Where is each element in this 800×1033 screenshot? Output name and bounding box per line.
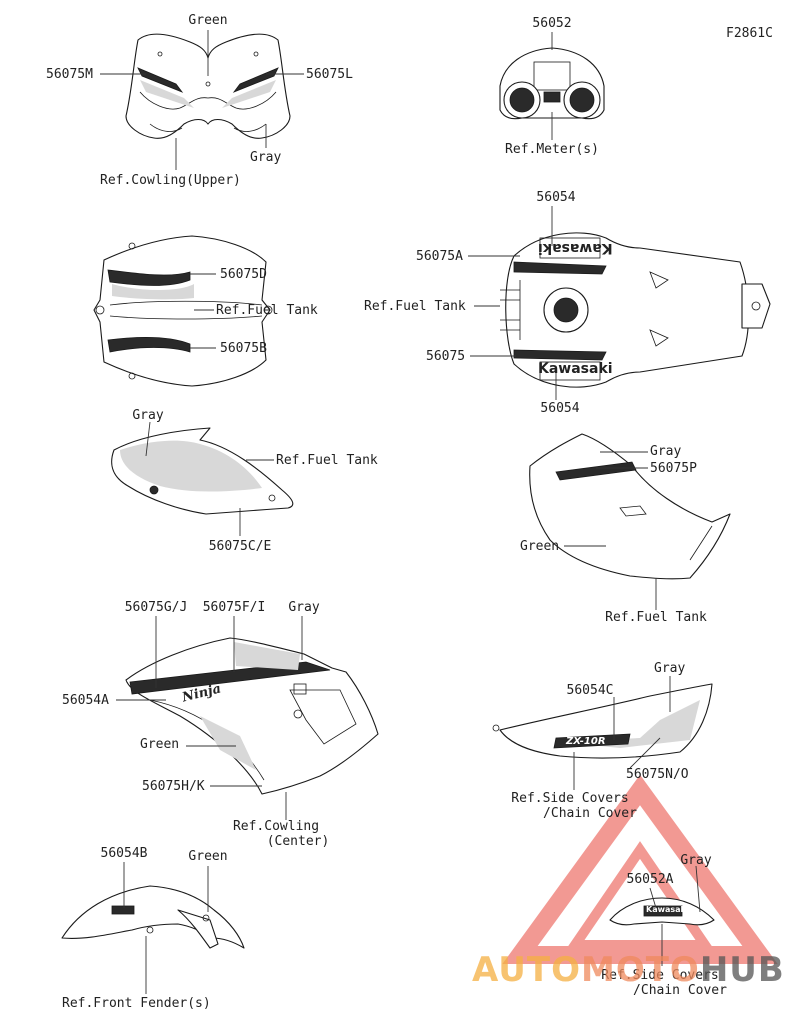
tank-front — [93, 235, 273, 387]
label-center-ref-2: (Center) — [266, 834, 330, 849]
leader-lines — [100, 30, 701, 994]
label-tanktop-56075a: 56075A — [416, 249, 463, 264]
label-meter-ref: Ref.Meter(s) — [505, 142, 599, 157]
label-center-green: Green — [140, 737, 180, 752]
label-center-56075gj: 56075G/J — [124, 600, 188, 615]
label-rside-gray: Gray — [650, 444, 682, 459]
label-cover-gray: Gray — [654, 661, 686, 676]
label-tail-ref-2: /Chain Cover — [633, 983, 727, 998]
tank-side-right — [529, 433, 731, 580]
label-lside-ref: Ref.Fuel Tank — [276, 453, 378, 468]
label-tanktop-56054-bottom: 56054 — [540, 401, 580, 416]
watermark-triangle — [502, 774, 778, 964]
watermark-text: AUTOMOTOHUB — [472, 950, 785, 990]
label-tanktop-56075: 56075 — [426, 349, 466, 364]
label-rside-ref: Ref.Fuel Tank — [605, 610, 707, 625]
label-tank-ref: Ref.Fuel Tank — [216, 303, 318, 318]
decal-kawasaki-top: Kawasaki — [538, 240, 613, 256]
center-cowling — [125, 637, 379, 795]
watermark-part-moto: MOTO — [580, 950, 700, 990]
label-cover-56075no: 56075N/O — [626, 767, 689, 782]
label-tail-56052a: 56052A — [626, 872, 674, 887]
tank-top — [500, 232, 771, 388]
tank-side-left — [111, 427, 294, 515]
label-rside-green: Green — [520, 539, 560, 554]
label-cover-ref-2: /Chain Cover — [543, 806, 637, 821]
decal-cover-logo: ZX-10R — [566, 736, 606, 747]
label-tanktop-56054-top: 56054 — [536, 190, 576, 205]
watermark-part-auto: AUTO — [472, 950, 581, 990]
meter-cover — [499, 47, 605, 120]
label-tail-gray: Gray — [680, 853, 712, 868]
label-upper-gray: Gray — [250, 150, 282, 165]
label-center-ref-1: Ref.Cowling — [232, 819, 320, 834]
label-upper-56075l: 56075L — [306, 67, 353, 82]
label-center-56075hk: 56075H/K — [142, 779, 205, 794]
label-cover-ref-1: Ref.Side Covers — [511, 791, 629, 806]
label-lside-56075ce: 56075C/E — [208, 539, 272, 554]
label-tank-56075b: 56075B — [220, 341, 267, 356]
label-tank-56075d: 56075D — [220, 267, 267, 282]
label-tanktop-ref: Ref.Fuel Tank — [364, 299, 466, 314]
label-upper-green: Green — [188, 13, 228, 28]
label-tail-ref-1: Ref.Side Covers — [601, 968, 719, 983]
front-fender — [61, 885, 245, 949]
tail-cover — [609, 897, 715, 926]
label-center-gray: Gray — [288, 600, 320, 615]
label-cover-56054c: 56054C — [566, 683, 614, 698]
watermark-part-hub: HUB — [699, 950, 785, 990]
figure-code: F2861C — [726, 26, 773, 41]
label-upper-56075m: 56075M — [46, 67, 93, 82]
label-upper-ref: Ref.Cowling(Upper) — [100, 173, 241, 188]
label-meter-56052: 56052 — [532, 16, 572, 31]
label-fender-green: Green — [188, 849, 228, 864]
label-lside-gray: Gray — [132, 408, 164, 423]
label-center-56075fi: 56075F/I — [202, 600, 266, 615]
label-fender-ref: Ref.Front Fender(s) — [62, 996, 211, 1011]
label-center-56054a: 56054A — [62, 693, 109, 708]
label-rside-56075p: 56075P — [650, 461, 697, 476]
label-fender-56054b: 56054B — [100, 846, 148, 861]
decal-kawasaki-bottom: Kawasaki — [538, 361, 613, 377]
decal-tail-logo: Kawasaki — [646, 905, 689, 914]
